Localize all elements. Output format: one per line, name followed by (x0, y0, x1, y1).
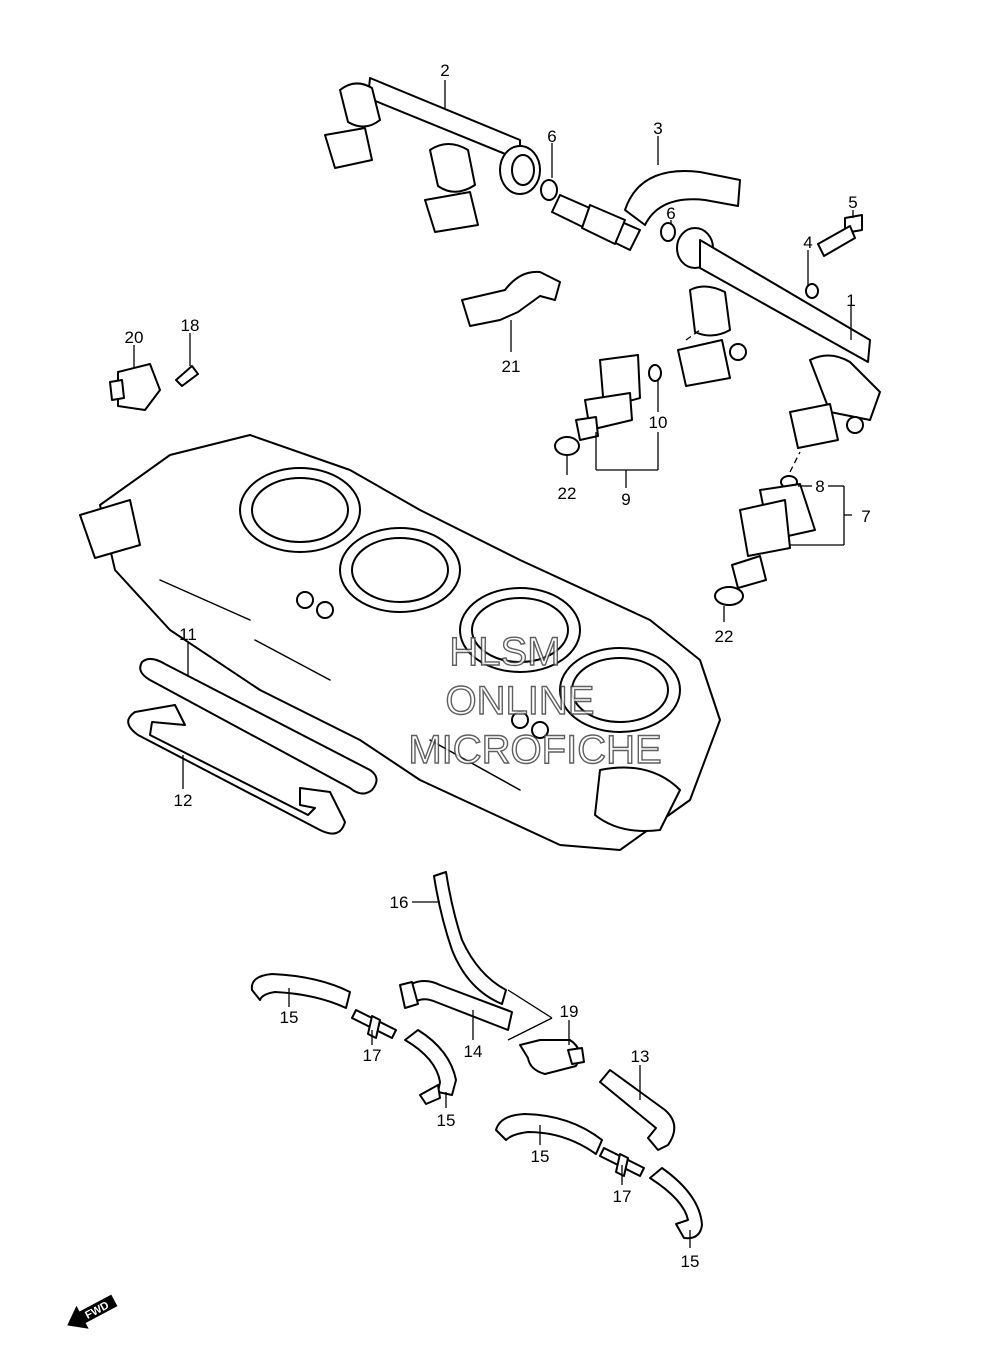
sensor[interactable] (109, 363, 161, 411)
callout-4[interactable]: 4 (803, 233, 812, 252)
callout-15b[interactable]: 15 (437, 1111, 456, 1130)
joint-pipe[interactable] (540, 170, 741, 251)
watermark: HLSM ONLINE MICROFICHE (408, 629, 663, 772)
callout-6a[interactable]: 6 (547, 127, 556, 146)
callout-7[interactable]: 7 (861, 507, 870, 526)
fuel-injector-upper[interactable] (554, 354, 662, 456)
fwd-label: FWD (83, 1299, 111, 1321)
callout-11[interactable]: 11 (179, 625, 197, 644)
clamp[interactable] (461, 270, 561, 327)
callout-13[interactable]: 13 (631, 1047, 650, 1066)
callout-6b[interactable]: 6 (666, 204, 675, 223)
hose-15a[interactable] (250, 973, 351, 1009)
callout-12[interactable]: 12 (174, 791, 193, 810)
leader-lines (133, 80, 854, 1248)
hose-15b[interactable] (404, 1029, 457, 1105)
hose-13[interactable] (599, 1069, 676, 1151)
callout-17a[interactable]: 17 (363, 1046, 382, 1065)
t-joint-a[interactable] (351, 1009, 397, 1039)
hose-14[interactable] (399, 980, 513, 1031)
callout-15c[interactable]: 15 (531, 1147, 550, 1166)
callout-15a[interactable]: 15 (280, 1008, 299, 1027)
watermark-line1: HLSM (449, 630, 560, 674)
callout-8[interactable]: 8 (815, 477, 824, 496)
callout-10[interactable]: 10 (649, 413, 668, 432)
callouts: 1 2 3 4 5 6 6 7 8 9 10 11 12 13 14 15 15… (125, 61, 871, 1271)
callout-22b[interactable]: 22 (715, 627, 734, 646)
valve[interactable] (519, 1039, 585, 1075)
fwd-arrow-icon: FWD (67, 1294, 118, 1329)
watermark-line3: MICROFICHE (408, 728, 661, 772)
callout-16[interactable]: 16 (390, 893, 409, 912)
t-joint-b[interactable] (599, 1147, 645, 1177)
callout-3[interactable]: 3 (653, 119, 662, 138)
callout-5[interactable]: 5 (848, 193, 857, 212)
callout-20[interactable]: 20 (125, 328, 144, 347)
fuel-rail-right[interactable] (676, 227, 881, 449)
fuel-injector-lower[interactable] (714, 475, 816, 606)
callout-1[interactable]: 1 (846, 291, 855, 310)
fuel-rail-left[interactable] (324, 77, 541, 233)
callout-19[interactable]: 19 (560, 1002, 579, 1021)
throttle-body[interactable] (79, 434, 721, 851)
callout-21[interactable]: 21 (502, 357, 521, 376)
bolt[interactable] (817, 214, 863, 257)
callout-2[interactable]: 2 (440, 61, 449, 80)
hose-15c[interactable] (495, 1113, 603, 1155)
hose-16[interactable] (433, 871, 507, 1005)
callout-9[interactable]: 9 (621, 490, 630, 509)
callout-18[interactable]: 18 (181, 316, 200, 335)
callout-15d[interactable]: 15 (681, 1252, 700, 1271)
hose-12[interactable] (127, 704, 346, 835)
washer[interactable] (805, 283, 819, 299)
hose-15d[interactable] (649, 1167, 703, 1240)
watermark-line2: ONLINE (446, 679, 595, 723)
hose-11[interactable] (139, 658, 378, 795)
screw[interactable] (175, 365, 199, 387)
callout-22a[interactable]: 22 (558, 484, 577, 503)
callout-17b[interactable]: 17 (613, 1187, 632, 1206)
callout-14[interactable]: 14 (464, 1042, 483, 1061)
